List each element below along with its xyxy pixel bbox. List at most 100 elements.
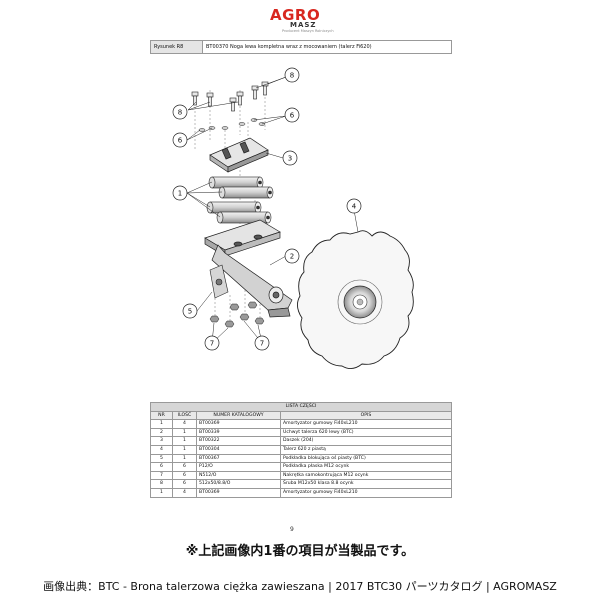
- bolt-1: [191, 91, 199, 106]
- callout-number: 7: [260, 340, 264, 348]
- cell-qty: 6: [172, 462, 197, 472]
- bolts-group: [191, 81, 269, 112]
- cell-nr: 4: [150, 444, 173, 455]
- cell-description: Śruba M12x50 klasa 8.8 ocynk: [280, 479, 452, 489]
- cell-catalog-number: 512x50/8.8/O: [196, 479, 281, 489]
- cell-description: Amortyzator gumowy Fi40xL210: [280, 487, 452, 498]
- callout-circle-8a: [284, 67, 300, 83]
- callout-circle-6a: [284, 107, 300, 123]
- damper-2: [218, 186, 274, 199]
- cell-qty: 4: [172, 487, 197, 498]
- cell-catalog-number: BT00339: [196, 427, 281, 438]
- cell-nr: 6: [150, 462, 173, 472]
- cell-catalog-number: BT00367: [196, 453, 281, 464]
- cell-description: Nakrętka samokontrująca M12 ocynk: [280, 470, 452, 481]
- callout-circle-6b: [172, 132, 188, 148]
- parts-list-table: LISTA CZĘŚCI NR ILOŚĆ NUMER KATALOGOWY O…: [150, 402, 452, 498]
- parts-table-title: LISTA CZĘŚCI: [150, 402, 452, 412]
- cell-qty: 1: [172, 444, 197, 455]
- bolt-6: [229, 97, 237, 112]
- logo-sub: MASZ: [290, 21, 317, 29]
- cell-catalog-number: BT00369: [196, 487, 281, 498]
- callout-number: 8: [290, 72, 294, 80]
- callout-circle-4: [346, 198, 362, 214]
- callout-circle-7b: [254, 335, 270, 351]
- callout-number: 4: [352, 203, 357, 211]
- figure-header: Rysunek R8 BT00370 Noga lewa kompletna w…: [150, 40, 452, 54]
- callout-circle-3: [282, 150, 298, 166]
- bolt-4: [251, 85, 259, 100]
- cell-nr: 3: [150, 436, 173, 446]
- cell-description: Amortyzator gumowy Fi40xL210: [280, 419, 452, 429]
- column-header: OPIS: [280, 410, 452, 421]
- column-header: ILOŚĆ: [172, 410, 197, 421]
- cell-nr: 5: [150, 453, 173, 464]
- cell-qty: 1: [172, 427, 197, 438]
- cell-catalog-number: BT00322: [196, 436, 281, 446]
- callout-number: 2: [290, 253, 294, 261]
- locking-washer: [209, 264, 229, 299]
- cell-qty: 1: [172, 453, 197, 464]
- cover-part: [209, 137, 269, 173]
- damper-3: [206, 201, 262, 214]
- callout-circle-8b: [172, 104, 188, 120]
- cell-nr: 7: [150, 470, 173, 481]
- cell-description: Talerz 620 z piastą: [280, 444, 452, 455]
- cell-catalog-number: BT00304: [196, 444, 281, 455]
- callout-circles: [172, 67, 362, 351]
- exploded-parts-diagram: 8 8 6 6 3 1 2 4 5 7 7: [172, 67, 414, 369]
- cell-nr: 2: [150, 427, 173, 438]
- callout-number: 5: [188, 308, 192, 316]
- notched-disc: [297, 230, 414, 369]
- cell-nr: 1: [150, 419, 173, 429]
- bolt-3: [236, 91, 244, 106]
- page-number: 9: [290, 526, 294, 533]
- cell-catalog-number: N512/O: [196, 470, 281, 481]
- cell-catalog-number: P12/O: [196, 462, 281, 472]
- cell-description: Uchwyt talerza 620 lewy (BTC): [280, 427, 452, 438]
- damper-4: [216, 211, 272, 224]
- callout-number: 3: [288, 155, 292, 163]
- cell-description: Daszek (204): [280, 436, 452, 446]
- cell-qty: 4: [172, 419, 197, 429]
- callout-circle-2: [284, 248, 300, 264]
- cell-catalog-number: BT00369: [196, 419, 281, 429]
- callout-number: 6: [290, 112, 295, 120]
- product-note: ※上記画像内1番の項目が当製品です。: [185, 544, 415, 559]
- callout-circle-5: [182, 303, 198, 319]
- agromasz-logo: AGRO MASZ Producent Maszyn Rolniczych: [262, 6, 338, 36]
- column-header: NR: [150, 410, 173, 421]
- logo-brand: AGRO: [270, 6, 321, 24]
- cell-qty: 6: [172, 470, 197, 481]
- cell-nr: 1: [150, 487, 173, 498]
- rubber-dampers: [206, 176, 274, 224]
- cell-description: Podkładka płaska M12 ocynk: [280, 462, 452, 472]
- figure-title: BT00370 Noga lewa kompletna wraz z mocow…: [206, 44, 372, 50]
- damper-1: [208, 176, 264, 189]
- bolt-2: [206, 92, 214, 107]
- callout-circle-7a: [204, 335, 220, 351]
- cell-description: Podkładka blokująca oś piasty (BTC): [280, 453, 452, 464]
- disc-bracket: [204, 219, 293, 318]
- cell-nr: 8: [150, 479, 173, 489]
- logo-tagline: Producent Maszyn Rolniczych: [282, 29, 334, 33]
- callout-number: 7: [210, 340, 214, 348]
- callout-number: 8: [178, 109, 182, 117]
- cell-qty: 1: [172, 436, 197, 446]
- nuts-group: [209, 301, 265, 328]
- figure-label: Rysunek R8: [151, 41, 203, 53]
- callout-number: 1: [178, 190, 182, 198]
- cell-qty: 6: [172, 479, 197, 489]
- column-header: NUMER KATALOGOWY: [196, 410, 281, 421]
- callout-number: 6: [178, 137, 183, 145]
- callout-circle-1: [172, 185, 188, 201]
